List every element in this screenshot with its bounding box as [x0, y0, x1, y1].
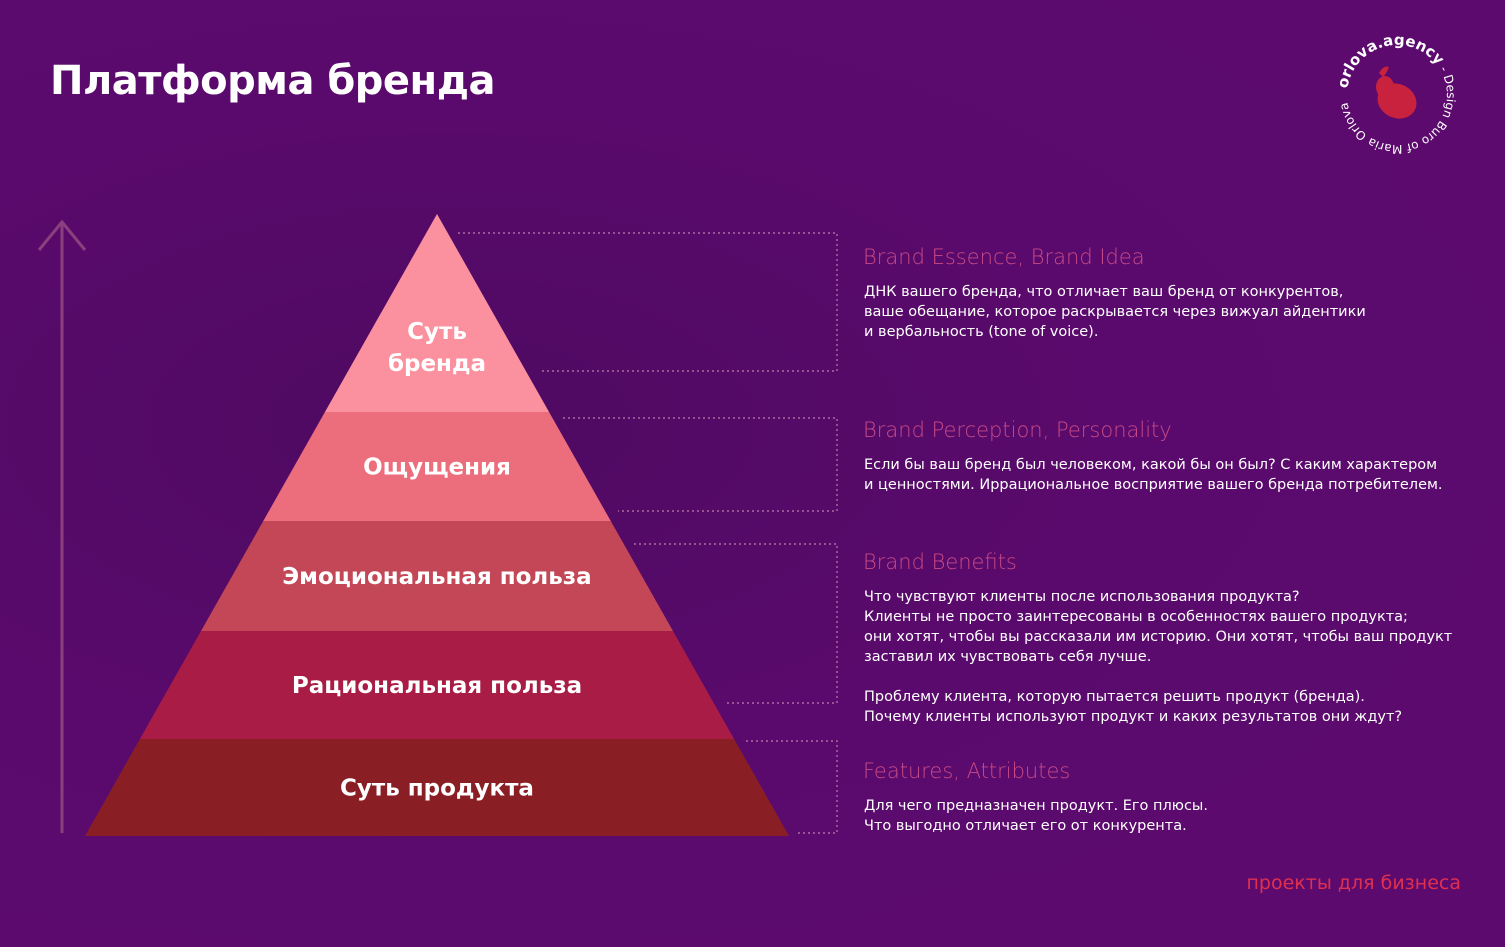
pyramid-tier: Эмоциональная польза [201, 521, 673, 631]
dotted-connector [634, 543, 838, 704]
description-heading: Brand Essence, Brand Idea [863, 245, 1145, 269]
growth-arrow [37, 219, 87, 833]
dotted-connector [563, 417, 838, 512]
description-line: Что чувствуют клиенты после использовани… [864, 589, 1300, 605]
pyramid-tier-label: Суть продукта [340, 776, 534, 802]
pyramid-tier-shape [324, 214, 550, 412]
description-heading: Brand Perception, Personality [863, 418, 1172, 442]
pyramid-tier-shape [201, 521, 673, 631]
pyramid-tier-shape [85, 739, 789, 836]
description-line: Клиенты не просто заинтересованы в особе… [864, 609, 1408, 625]
description-line: заставил их чувствовать себя лучше. [864, 649, 1151, 665]
pyramid-tier: Рациональная польза [139, 631, 735, 739]
description-line: и ценностями. Иррациональное восприятие … [864, 477, 1443, 493]
pyramid-tier-label: Ощущения [363, 455, 511, 481]
description-line: ДНК вашего бренда, что отличает ваш брен… [864, 284, 1343, 300]
description-heading: Brand Benefits [863, 550, 1017, 574]
description-heading: Features, Attributes [863, 759, 1070, 783]
description-line: Для чего предназначен продукт. Его плюсы… [864, 798, 1208, 814]
description-line: Что выгодно отличает его от конкурента. [864, 818, 1187, 834]
page-title: Платформа бренда [50, 58, 496, 104]
agency-logo: orlova.agency - Design Buro of Maria Orl… [1333, 31, 1458, 156]
pyramid-tier-shape [263, 412, 611, 521]
dotted-connector [458, 232, 838, 372]
pyramid-tier-label: бренда [388, 351, 486, 377]
eggplant-icon [1376, 66, 1417, 119]
pyramid-tier-label: Эмоциональная польза [282, 564, 591, 590]
arrow-head-icon [37, 219, 87, 251]
footer-tagline: проекты для бизнеса [1246, 872, 1461, 894]
pyramid-tier: Суть продукта [85, 739, 789, 836]
description-line: и вербальность (tone of voice). [864, 324, 1098, 340]
pyramid-tier: Суть бренда [324, 214, 550, 412]
dotted-connector [746, 740, 838, 834]
pyramid-tier-label: Суть [407, 319, 467, 345]
description-line: Проблему клиента, которую пытается решит… [864, 689, 1365, 705]
description-line: ваше обещание, которое раскрывается чере… [864, 304, 1366, 320]
pyramid-tier-label: Рациональная польза [292, 673, 582, 699]
description-line: Почему клиенты используют продукт и каки… [864, 709, 1402, 725]
pyramid-tier: Ощущения [263, 412, 611, 521]
pyramid-tier-shape [139, 631, 735, 739]
description-line: Если бы ваш бренд был человеком, какой б… [864, 457, 1437, 473]
description-line: они хотят, чтобы вы рассказали им истори… [864, 629, 1453, 645]
